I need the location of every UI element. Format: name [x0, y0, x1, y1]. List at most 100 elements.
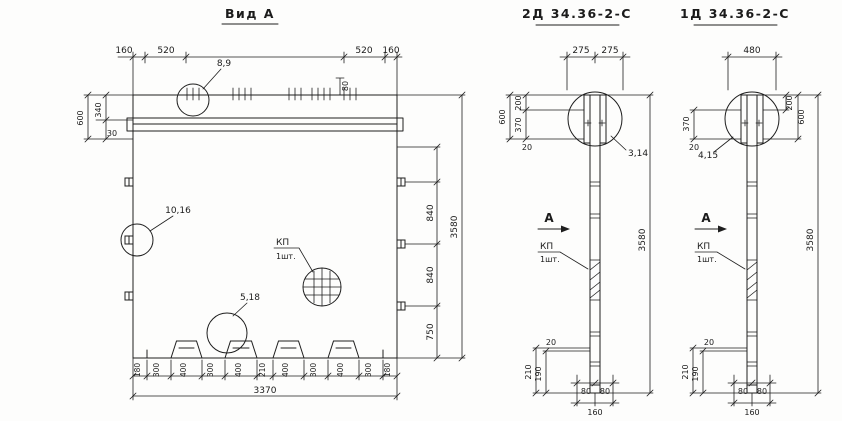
dim-label: 210 [258, 363, 267, 378]
section-1d-bottom-dim-ticks [730, 379, 774, 407]
dim-label: 80 [341, 81, 350, 91]
view-a-title: Вид А [225, 6, 275, 21]
bottom-teeth-profile [146, 340, 384, 359]
dim-label-total-height: 3580 [450, 215, 460, 238]
section-1d-kp-leader [694, 251, 746, 270]
dim-label: 300 [309, 363, 318, 378]
bottom-dim-ticks [129, 372, 401, 400]
dim-label: 210 [524, 364, 533, 379]
dim-label-total-height: 3580 [638, 228, 648, 251]
section-1d-kp-hatch [746, 259, 758, 301]
section-1d-top-dim-ticks [724, 53, 780, 61]
dim-label: 340 [94, 102, 103, 117]
rebar-height-dim-lines [335, 77, 345, 96]
section-2d-height-dim-lines [599, 94, 654, 394]
kp-qty-label: 1шт. [697, 255, 717, 264]
dim-label: 80 [757, 387, 767, 396]
section-2d-cut-arrowhead [561, 225, 570, 233]
dim-label: 20 [522, 143, 532, 152]
dim-label-total-height: 3580 [806, 228, 816, 251]
section-1d-top-dim-lines [721, 51, 783, 91]
kp-label: КП [540, 242, 553, 252]
dim-label: 750 [426, 323, 436, 340]
view-a-labels: Вид А 160 520 520 160 8,9 80 340 30 600 … [76, 6, 460, 396]
section-2d-geometry [505, 24, 654, 407]
dim-label: 80 [738, 387, 748, 396]
dim-label: 600 [76, 110, 85, 125]
section-2d-top-dim-lines [559, 51, 631, 91]
section-1d-rebar-cross-marks [741, 119, 763, 127]
dim-label: 300 [152, 363, 161, 378]
section-2d-foot-dim-ticks [532, 344, 550, 397]
kp-stamp-grid [302, 267, 342, 307]
dim-label: 20 [689, 143, 699, 152]
section-1d-geometry [689, 24, 822, 407]
left-dim-lines [83, 94, 134, 140]
dim-label: 20 [704, 338, 714, 347]
dim-label: 210 [681, 364, 690, 379]
dim-label: 180 [383, 363, 392, 378]
right-dim-lines [396, 94, 466, 359]
dim-label: 370 [682, 116, 691, 131]
section-2d-kp-hatch [589, 259, 601, 301]
dim-label: 400 [281, 363, 290, 378]
dim-label: 190 [691, 366, 700, 381]
view-a-geometry [83, 23, 466, 401]
dim-label: 200 [514, 95, 523, 110]
top-dim-ticks [129, 53, 401, 61]
dim-label: 600 [797, 109, 806, 124]
dim-label: 200 [785, 95, 794, 110]
detail-circle-5-18 [206, 312, 248, 354]
section-1d-foot-dim-lines [689, 347, 748, 394]
section-cut-mark: А [544, 211, 554, 225]
dim-label: 400 [336, 363, 345, 378]
section-1d-left-dim-ticks [690, 106, 698, 143]
dim-label: 300 [206, 363, 215, 378]
section-2d-foot-dim-lines [532, 347, 591, 394]
section-2d-left-dim-lines [505, 94, 585, 140]
dim-label: 300 [364, 363, 373, 378]
callout-label-3-14: 3,14 [628, 149, 648, 159]
dim-label: 370 [514, 117, 523, 132]
section-cut-mark: А [701, 211, 711, 225]
dim-label: 30 [107, 129, 117, 138]
right-anchor-tabs [396, 177, 406, 311]
dim-label: 160 [382, 46, 399, 56]
kp-label: КП [276, 238, 289, 248]
section-2d-bottom-dim-ticks [573, 379, 617, 407]
dim-label: 190 [534, 366, 543, 381]
dim-label-total-width: 3370 [254, 386, 277, 396]
left-anchor-tabs [124, 177, 134, 301]
left-dim-ticks [84, 91, 110, 143]
section-1d-joint-ticks [746, 181, 758, 367]
section-1d-height-dim-lines [756, 94, 822, 394]
section-2d-detail-circle [567, 91, 623, 147]
dim-label: 480 [743, 46, 760, 56]
section-1d-title: 1Д 34.36-2-С [680, 6, 790, 21]
right-dim-ticks [433, 91, 466, 362]
section-2d-joint-ticks [589, 181, 601, 367]
dim-label: 840 [426, 204, 436, 221]
section-2d-title: 2Д 34.36-2-С [522, 6, 632, 21]
top-beam-band [126, 117, 404, 132]
dim-label: 180 [133, 363, 142, 378]
callout-label-10-16: 10,16 [165, 206, 191, 216]
section-2d-kp-leader [537, 251, 589, 270]
section-1d-callout-leader [713, 136, 734, 153]
dim-label: 275 [601, 46, 618, 56]
panel-outline [132, 94, 398, 359]
dim-label: 520 [355, 46, 372, 56]
rebar-outlet-marks [186, 87, 357, 101]
dim-label: 160 [587, 408, 602, 417]
callout-label-4-15: 4,15 [698, 151, 718, 161]
bottom-dim-lines [132, 357, 398, 401]
dim-label: 275 [572, 46, 589, 56]
section-1d-foot-dim-ticks [689, 344, 707, 397]
callout-leader-lines [149, 68, 314, 317]
callout-label-5-18: 5,18 [240, 293, 260, 303]
section-2d-rebar-cross-marks [584, 119, 606, 127]
section-1d-bottom-dim-lines [727, 374, 777, 407]
section-2d-height-dim-ticks [646, 91, 654, 397]
kp-qty-label: 1шт. [276, 252, 296, 261]
